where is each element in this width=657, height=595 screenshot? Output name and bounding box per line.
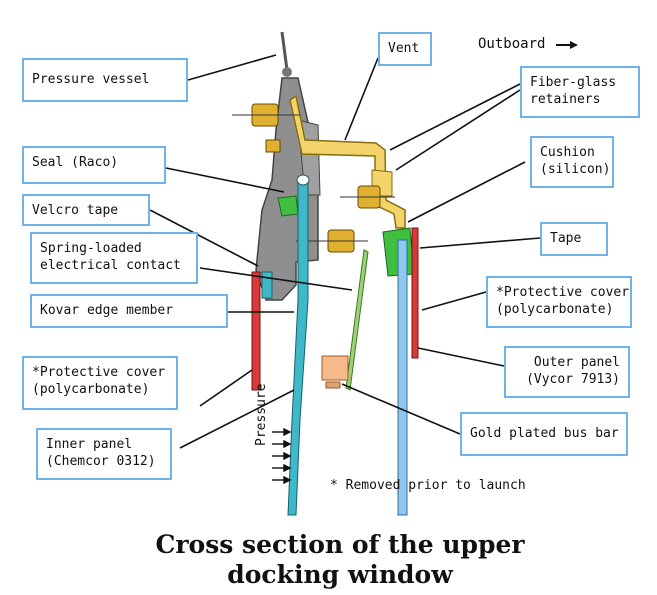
kovar-edge-text: Kovar edge member [40, 303, 174, 318]
outboard-text: Outboard [478, 36, 546, 52]
left-cover-shapes [251, 271, 273, 391]
spring-contact-line1: Spring-loaded [40, 241, 142, 256]
fiberglass-retainers-label: Fiber-glass retainers [520, 66, 640, 118]
gold-bus-bar-label: Gold plated bus bar [460, 412, 628, 456]
caption-line2: docking window [60, 560, 620, 590]
cushion-line2: (silicon) [540, 162, 611, 177]
removed-note-text: * Removed prior to launch [330, 478, 526, 493]
caption-line1: Cross section of the upper [60, 530, 620, 560]
vent-label: Vent [378, 32, 432, 66]
protective-cover-right-line1: *Protective cover [496, 285, 630, 300]
velcro-tape-text: Velcro tape [32, 203, 119, 218]
inner-panel-shape [287, 177, 309, 516]
pressure-vessel-label: Pressure vessel [22, 58, 188, 102]
tape-shape [411, 227, 419, 359]
tape-label: Tape [540, 222, 608, 256]
seal-text: Seal (Raco) [32, 155, 119, 170]
pressure-arrows [272, 427, 292, 485]
gold-bus-bar-text: Gold plated bus bar [470, 426, 619, 441]
bolt-shapes [232, 103, 395, 253]
inner-panel-label: Inner panel (Chemcor 0312) [36, 428, 172, 480]
kovar-edge-label: Kovar edge member [30, 294, 228, 328]
outer-panel-shape [397, 239, 408, 516]
protective-cover-left-line2: (polycarbonate) [32, 382, 150, 397]
outboard-label: Outboard [478, 36, 545, 52]
spring-contact-label: Spring-loaded electrical contact [30, 232, 198, 284]
leader-lines [149, 54, 541, 449]
inner-panel-line1: Inner panel [46, 437, 133, 452]
protective-cover-right-label: *Protective cover (polycarbonate) [486, 276, 632, 328]
caption-line1-text: Cross section of the upper [155, 530, 525, 559]
protective-cover-right-line2: (polycarbonate) [496, 302, 614, 317]
contact-strip-shape [345, 249, 369, 391]
inner-panel-line2: (Chemcor 0312) [46, 454, 156, 469]
bus-bar-shape [321, 355, 349, 389]
protective-cover-left-label: *Protective cover (polycarbonate) [22, 356, 178, 410]
fiberglass-retainers-line1: Fiber-glass [530, 75, 617, 90]
spring-contact-line2: electrical contact [40, 258, 181, 273]
outer-panel-line1: Outer panel [533, 355, 620, 370]
protective-cover-left-line1: *Protective cover [32, 365, 166, 380]
cushion-label: Cushion (silicon) [530, 136, 614, 188]
removed-note: * Removed prior to launch [330, 478, 526, 493]
cushion-line1: Cushion [540, 145, 595, 160]
velcro-tape-label: Velcro tape [22, 194, 150, 226]
fiberglass-retainers-line2: retainers [530, 92, 601, 107]
pressure-vessel-structure [255, 31, 321, 301]
outer-panel-label: Outer panel (Vycor 7913) [504, 346, 630, 398]
outer-panel-line2: (Vycor 7913) [526, 372, 620, 387]
outboard-arrow [556, 41, 578, 49]
caption-line2-text: docking window [227, 560, 453, 589]
vent-text: Vent [388, 41, 420, 56]
pressure-text: Pressure [254, 383, 269, 446]
tape-text: Tape [550, 231, 582, 246]
seal-label: Seal (Raco) [22, 146, 166, 184]
pressure-vessel-text: Pressure vessel [32, 72, 150, 87]
pressure-label: Pressure [254, 383, 269, 446]
